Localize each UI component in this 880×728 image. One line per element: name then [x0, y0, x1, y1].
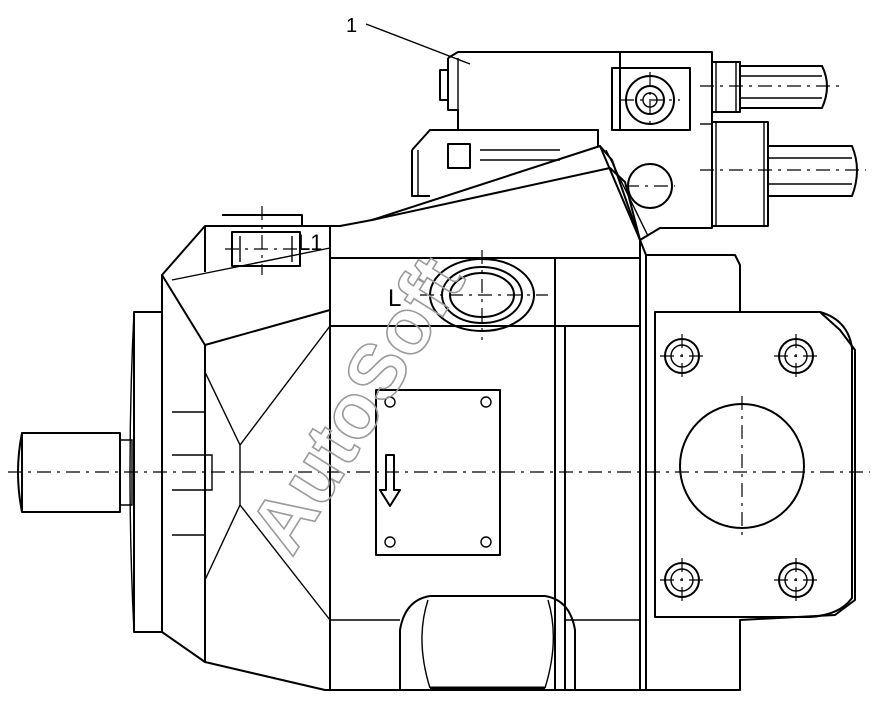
- drain-port-l: [420, 250, 548, 340]
- drain-port-l1: [222, 206, 305, 275]
- callout-number: 1: [346, 15, 357, 37]
- rear-port-flange: [654, 311, 853, 618]
- port-l1-label: L1: [298, 230, 322, 255]
- housing-foot: [399, 595, 576, 690]
- pump-housing: [161, 167, 856, 691]
- controller-valve: [371, 51, 866, 241]
- callout-leader-line: [365, 23, 471, 65]
- watermark-text: AutoSoft: [232, 241, 481, 567]
- name-plate: [375, 389, 501, 556]
- port-l-label: L: [388, 285, 401, 312]
